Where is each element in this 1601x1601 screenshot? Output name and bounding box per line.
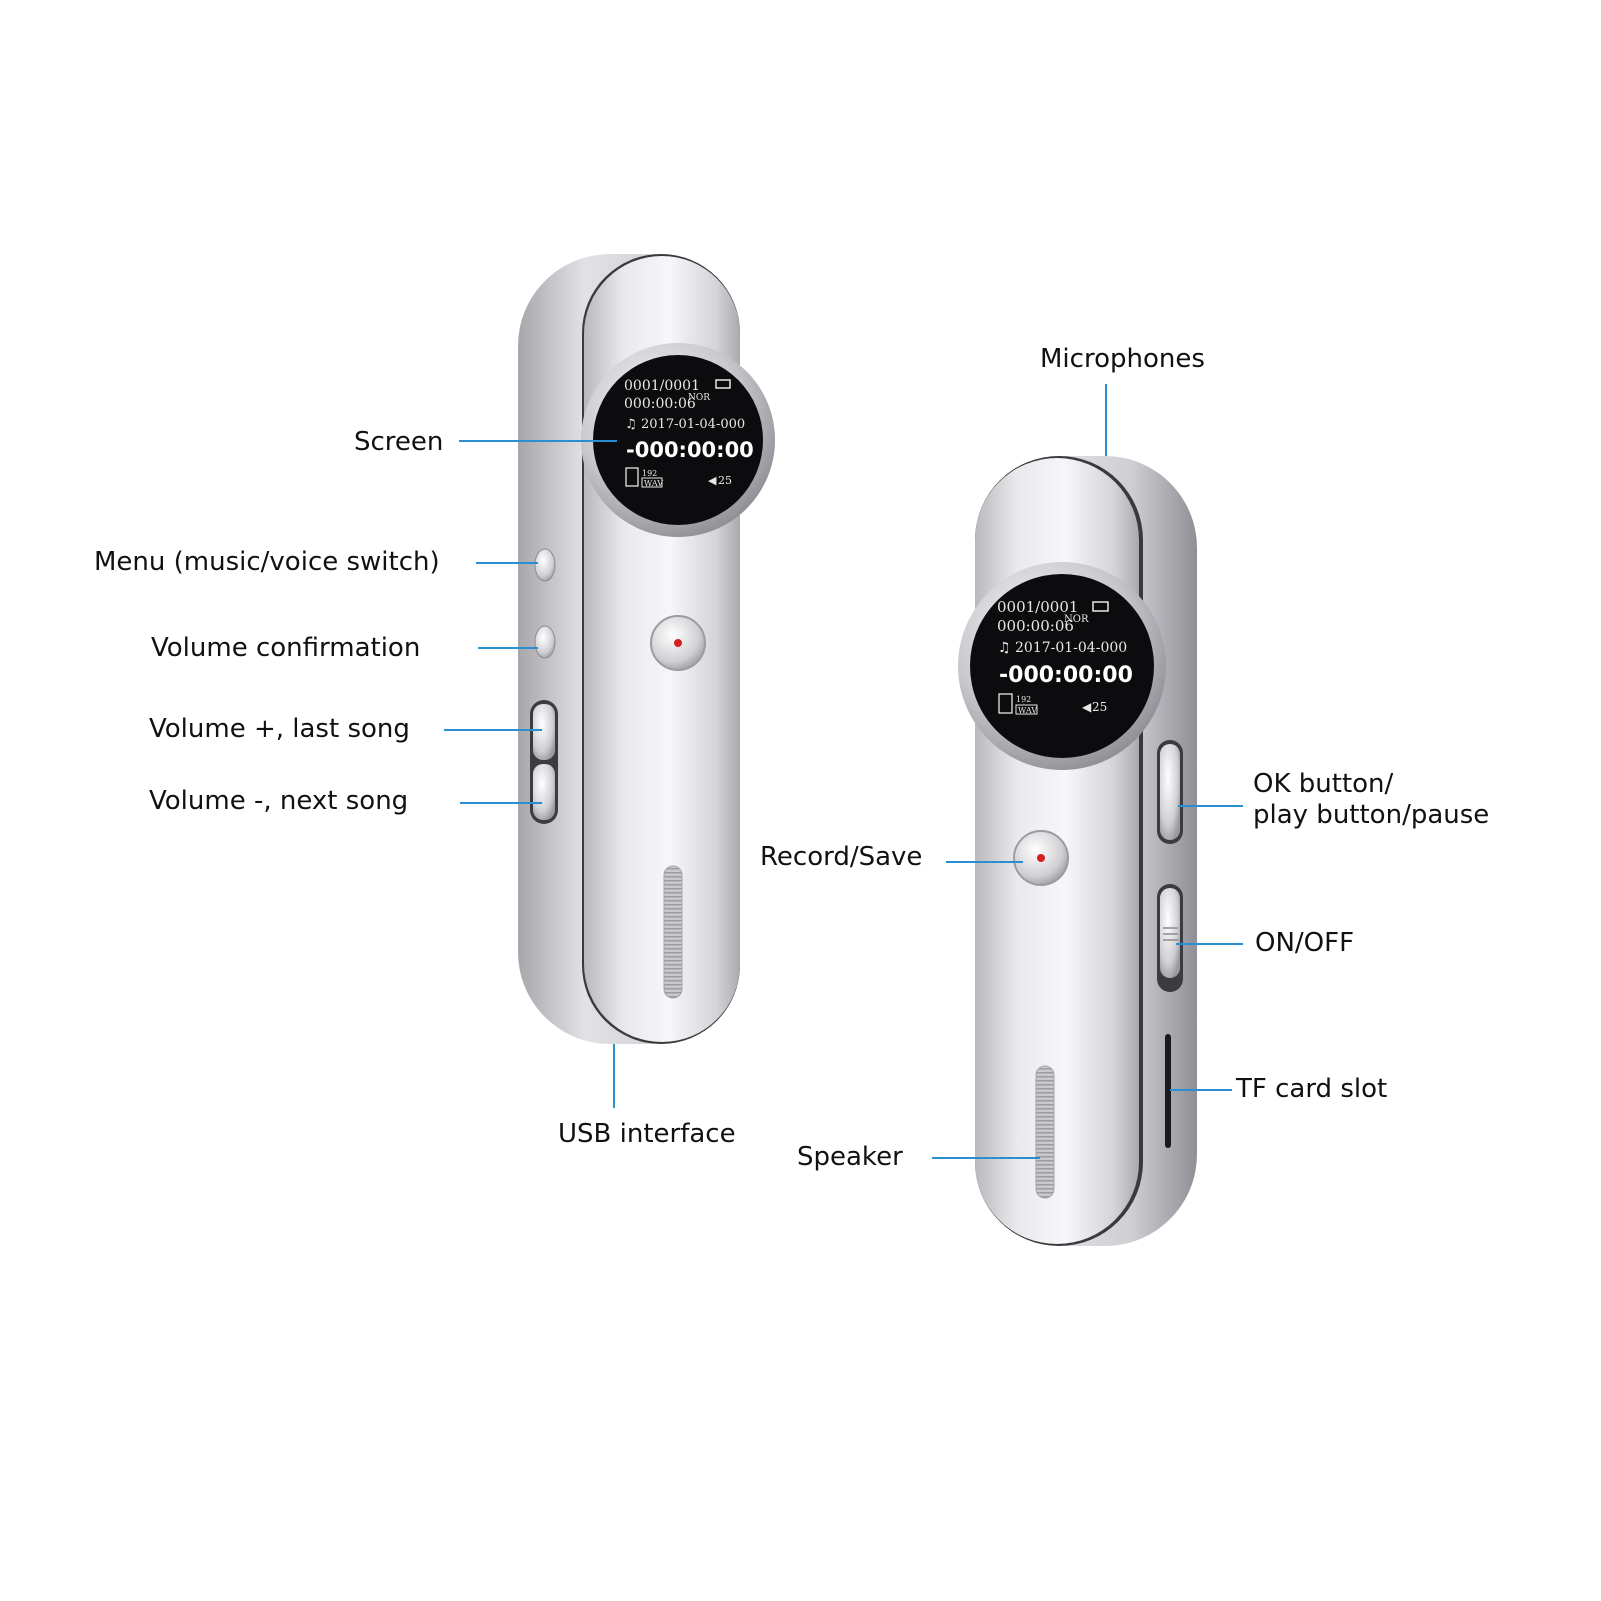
left-device: 0001/0001 000:00:06 NOR ♫ 2017-01-04-000…	[518, 254, 775, 1044]
left-screen-format-top: 192	[642, 469, 657, 478]
label-microphones: Microphones	[1040, 344, 1205, 374]
label-menu: Menu (music/voice switch)	[94, 547, 440, 577]
ok-play-pause-button[interactable]	[1160, 744, 1180, 840]
right-speaker-icon: ◀	[1082, 700, 1092, 714]
volume-minus-button[interactable]	[533, 764, 555, 820]
left-note-icon: ♫	[625, 417, 637, 432]
label-speaker: Speaker	[797, 1142, 903, 1172]
label-ok-line2: play button/pause	[1253, 800, 1490, 830]
right-music-icon	[998, 693, 1013, 714]
left-record-dot	[674, 639, 682, 647]
label-ok-line1: OK button/	[1253, 769, 1394, 799]
label-usb-interface: USB interface	[558, 1119, 736, 1149]
right-note-icon: ♫	[998, 640, 1011, 656]
left-speaker-icon: ◀	[708, 474, 717, 487]
right-battery-icon	[1092, 601, 1109, 612]
power-switch[interactable]	[1160, 888, 1180, 978]
right-screen-format-top: 192	[1016, 695, 1031, 704]
left-screen-elapsed: 000:00:06	[624, 396, 696, 412]
tf-card-slot[interactable]	[1165, 1034, 1171, 1148]
left-screen	[593, 355, 763, 525]
left-format-badge	[641, 477, 663, 488]
volume-confirm-button[interactable]	[534, 625, 556, 659]
menu-button[interactable]	[534, 548, 556, 582]
right-screen-filename: 2017-01-04-000	[1015, 640, 1127, 656]
right-screen-volume: 25	[1092, 700, 1107, 714]
left-screen-volume: 25	[718, 474, 732, 487]
label-tf-card-slot: TF card slot	[1236, 1074, 1388, 1104]
volume-plus-button[interactable]	[533, 704, 555, 760]
right-record-dot	[1037, 854, 1045, 862]
left-screen-filename: 2017-01-04-000	[641, 417, 745, 432]
label-volume-plus: Volume +, last song	[149, 714, 410, 744]
label-volume-confirmation: Volume confirmation	[151, 633, 421, 663]
left-screen-track: 0001/0001	[624, 378, 700, 394]
right-format-badge	[1015, 704, 1038, 715]
right-screen-elapsed: 000:00:06	[997, 617, 1074, 635]
left-screen-mode: NOR	[688, 393, 710, 403]
left-music-icon	[625, 467, 639, 487]
label-screen: Screen	[354, 427, 444, 457]
right-speaker-grille	[1035, 1065, 1055, 1199]
callout-lines	[444, 384, 1243, 1159]
label-record-save: Record/Save	[760, 842, 923, 872]
right-screen-format: WAV	[1018, 706, 1037, 715]
left-screen-timer: -000:00:00	[626, 438, 754, 462]
right-device: 0001/0001 000:00:06 NOR ♫ 2017-01-04-000…	[958, 456, 1197, 1246]
right-screen-track: 0001/0001	[997, 598, 1078, 616]
right-screen-timer: -000:00:00	[999, 663, 1133, 688]
left-battery-icon	[715, 379, 731, 389]
label-volume-minus: Volume -, next song	[149, 786, 409, 816]
left-speaker-grille	[663, 865, 683, 999]
left-screen-format: WAV	[644, 479, 663, 488]
label-on-off: ON/OFF	[1255, 928, 1355, 958]
right-screen-mode: NOR	[1064, 614, 1089, 625]
